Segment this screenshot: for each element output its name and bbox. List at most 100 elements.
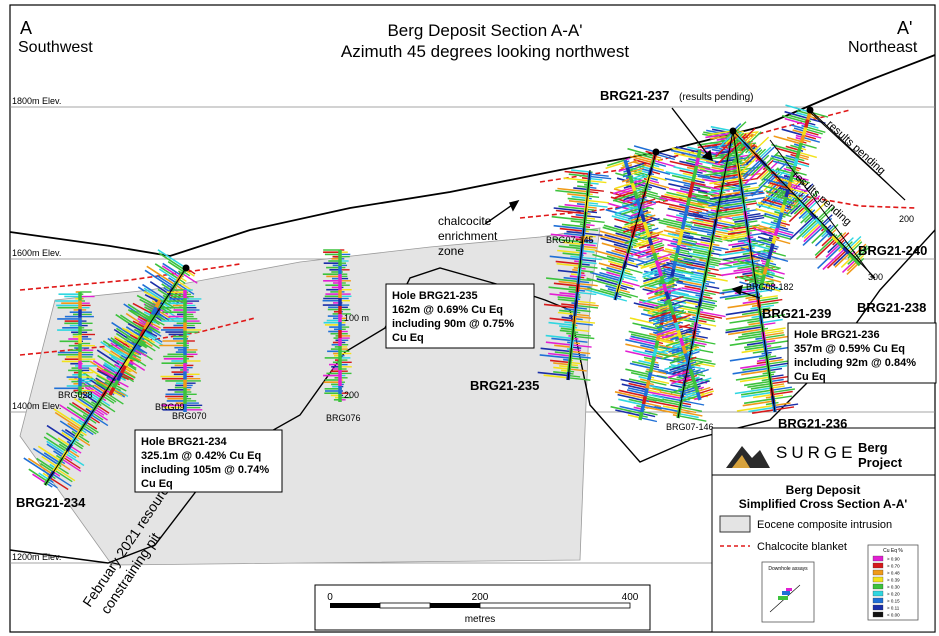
scale-tick-200: 200 xyxy=(472,592,489,603)
assay-bar xyxy=(672,309,685,315)
assay-bar xyxy=(768,168,793,177)
assay-bar xyxy=(693,177,705,182)
assay-bar xyxy=(557,269,580,274)
assay-bar xyxy=(619,405,643,413)
assay-bar xyxy=(144,303,156,311)
assay-bar xyxy=(661,350,686,360)
assay-bar xyxy=(606,266,623,273)
assay-bar xyxy=(583,228,599,232)
assay-bar xyxy=(798,209,809,220)
assay-bar xyxy=(664,193,690,201)
assay-bar xyxy=(764,272,785,280)
assay-bar xyxy=(690,228,714,234)
cu-eq-legend-title: Cu Eq % xyxy=(883,548,903,554)
assay-bar xyxy=(761,322,776,326)
assay-bar xyxy=(848,241,863,255)
assay-bar xyxy=(741,391,773,398)
assay-bar xyxy=(632,237,651,244)
assay-bar xyxy=(100,399,111,407)
assay-bar xyxy=(566,230,584,235)
assay-bar xyxy=(692,251,710,256)
assay-bar xyxy=(690,192,711,199)
assay-bar xyxy=(583,232,603,236)
assay-bar xyxy=(764,335,789,341)
assay-bar xyxy=(677,248,690,253)
assay-bar xyxy=(770,383,785,387)
assay-bar xyxy=(142,283,166,301)
assay-bar xyxy=(761,282,778,289)
scale-unit: metres xyxy=(465,614,496,625)
assay-bar xyxy=(761,221,779,228)
assay-bar xyxy=(589,173,609,177)
assay-bar xyxy=(692,219,716,226)
assay-bar xyxy=(661,195,689,203)
assay-bar xyxy=(805,126,826,133)
assay-bar xyxy=(734,221,747,226)
assay-bar xyxy=(570,220,585,224)
assay-bar xyxy=(774,154,797,162)
assay-bar xyxy=(683,380,695,385)
assay-bar xyxy=(756,203,783,213)
assay-bar xyxy=(617,290,639,298)
assay-bar xyxy=(616,292,632,299)
assay-bar xyxy=(797,153,810,159)
assay-bar xyxy=(762,198,785,206)
elev-label-1600: 1600m Elev. xyxy=(12,248,61,258)
assay-core-segment xyxy=(795,150,801,159)
assay-bar xyxy=(678,371,692,378)
assay-bar xyxy=(658,221,683,229)
assay-bar xyxy=(701,295,713,300)
assay-bar xyxy=(662,398,682,404)
elev-label-1800: 1800m Elev. xyxy=(12,96,61,106)
assay-bar xyxy=(119,348,132,357)
elev-label-1400: 1400m Elev. xyxy=(12,401,61,411)
assay-bar xyxy=(784,110,809,120)
hole-label-brg07-145: BRG07-145 xyxy=(546,235,594,245)
assay-bar xyxy=(710,245,729,251)
assay-bar xyxy=(793,170,807,176)
assay-core-segment xyxy=(782,196,788,206)
assay-bar xyxy=(667,232,681,238)
assay-bar xyxy=(136,294,158,307)
assay-core-segment xyxy=(645,379,651,389)
assay-bar xyxy=(640,204,654,210)
assay-bar xyxy=(56,465,69,475)
hole-label-brg21-237: BRG21-237 xyxy=(600,88,669,103)
figure-frame xyxy=(9,4,936,633)
assay-bar xyxy=(692,339,716,345)
assay-bar xyxy=(740,389,772,396)
assay-bar xyxy=(815,238,837,259)
assay-bar xyxy=(552,238,583,243)
assay-bar xyxy=(623,267,643,274)
assay-bar xyxy=(557,298,577,302)
assay-bar xyxy=(650,369,667,375)
assay-bar xyxy=(632,349,655,356)
assay-bar xyxy=(84,386,103,399)
hole-trace-brg21-238 xyxy=(732,130,876,279)
assay-bar xyxy=(116,380,129,388)
hole-label-brg076: BRG076 xyxy=(326,413,361,423)
assay-bar xyxy=(98,400,116,413)
assay-core-segment xyxy=(123,357,131,367)
assay-core-segment xyxy=(681,345,688,355)
assay-bar xyxy=(673,265,687,270)
assay-bar xyxy=(161,283,172,291)
assay-bar xyxy=(157,288,169,297)
assay-bar xyxy=(664,248,678,253)
assay-bar xyxy=(688,199,709,205)
assay-bar xyxy=(784,117,807,126)
assay-bar xyxy=(796,160,810,166)
assay-bar xyxy=(143,332,164,346)
assay-bar xyxy=(747,319,762,324)
assay-bar xyxy=(804,198,814,208)
assay-bar xyxy=(679,242,693,247)
assay-bar xyxy=(687,310,699,315)
callout-brg21-236: Hole BRG21-236 357m @ 0.59% Cu Eq includ… xyxy=(787,322,937,384)
assay-bar xyxy=(642,293,668,304)
assay-bar xyxy=(568,374,581,378)
assay-bar xyxy=(656,327,678,336)
assay-bar xyxy=(598,262,624,271)
assay-bar xyxy=(721,234,749,241)
assay-bar xyxy=(679,160,697,166)
assay-bar xyxy=(711,128,733,134)
